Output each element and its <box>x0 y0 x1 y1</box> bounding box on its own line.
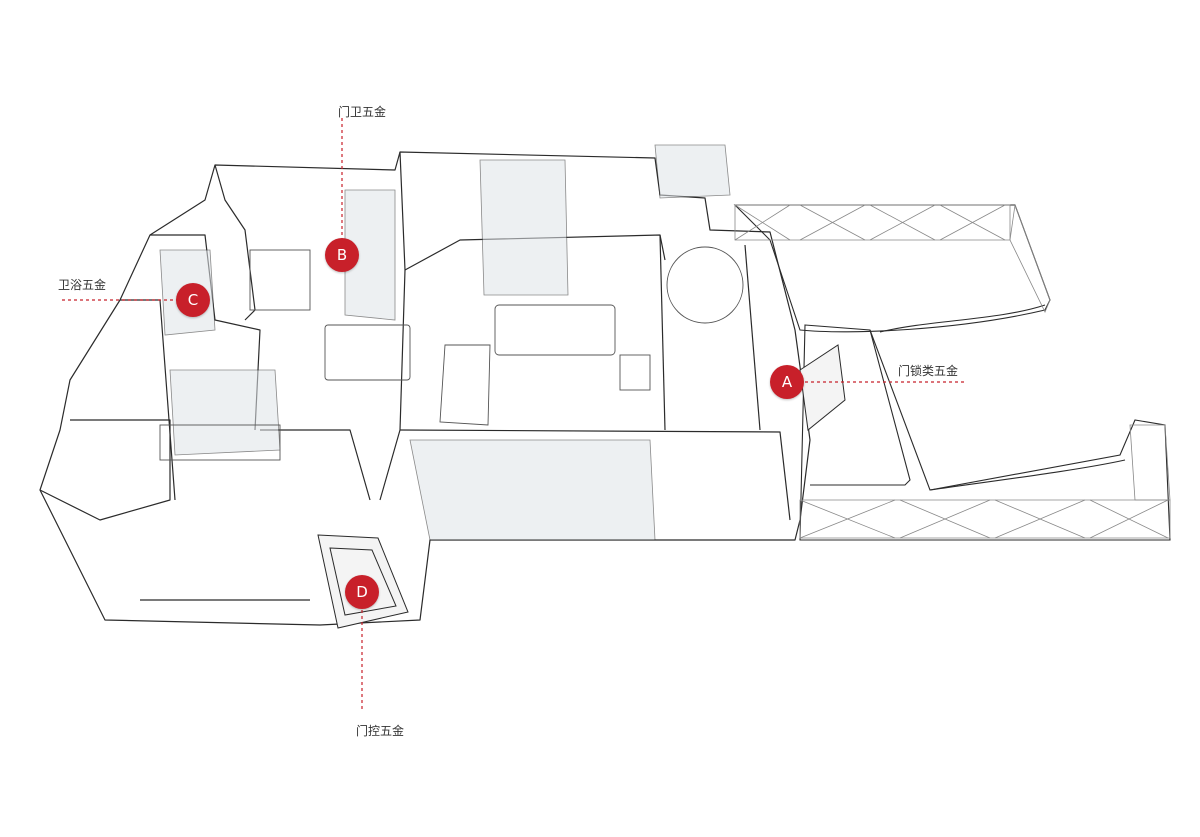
interior-wall <box>150 234 261 431</box>
terrace-step <box>810 329 911 486</box>
interior-wall <box>659 234 666 431</box>
marker-a[interactable]: A <box>770 365 804 399</box>
glass-panel <box>654 144 731 199</box>
interior-wall <box>260 429 371 501</box>
terrace-door <box>799 344 846 431</box>
terrace-lower <box>799 324 1171 541</box>
railing-lattice <box>734 204 1006 241</box>
interior-wall <box>39 419 171 521</box>
round-window <box>666 246 744 324</box>
coffee-table <box>439 344 491 426</box>
interior-wall <box>744 244 761 431</box>
terrace-upper <box>733 204 1051 333</box>
armchair <box>619 354 651 391</box>
interior-wall <box>399 429 791 521</box>
glass-panel <box>344 189 396 321</box>
glass-panel <box>409 439 656 541</box>
marker-b[interactable]: B <box>325 238 359 272</box>
label-c: 卫浴五金 <box>58 278 107 292</box>
railing <box>799 499 1171 539</box>
interior-wall <box>214 164 256 321</box>
marker-c[interactable]: C <box>176 283 210 317</box>
bed <box>249 249 311 311</box>
railing-lattice <box>799 499 1169 539</box>
interior-wall <box>399 151 666 271</box>
terrace-arc <box>929 459 1126 491</box>
kitchen-counter <box>159 424 281 461</box>
label-a: 门锁类五金 <box>898 364 959 378</box>
sofa <box>494 304 616 356</box>
railing <box>734 204 1011 241</box>
railing <box>1009 204 1051 313</box>
label-d: 门控五金 <box>356 724 405 738</box>
railing <box>1129 424 1171 501</box>
glass-panel <box>479 159 569 296</box>
outer-wall <box>39 151 811 626</box>
marker-d[interactable]: D <box>345 575 379 609</box>
glass-panel <box>169 369 281 456</box>
dining-table <box>324 324 411 381</box>
terrace-arc <box>879 304 1046 333</box>
label-b: 门卫五金 <box>338 105 387 119</box>
entry-door-panel <box>329 547 397 616</box>
